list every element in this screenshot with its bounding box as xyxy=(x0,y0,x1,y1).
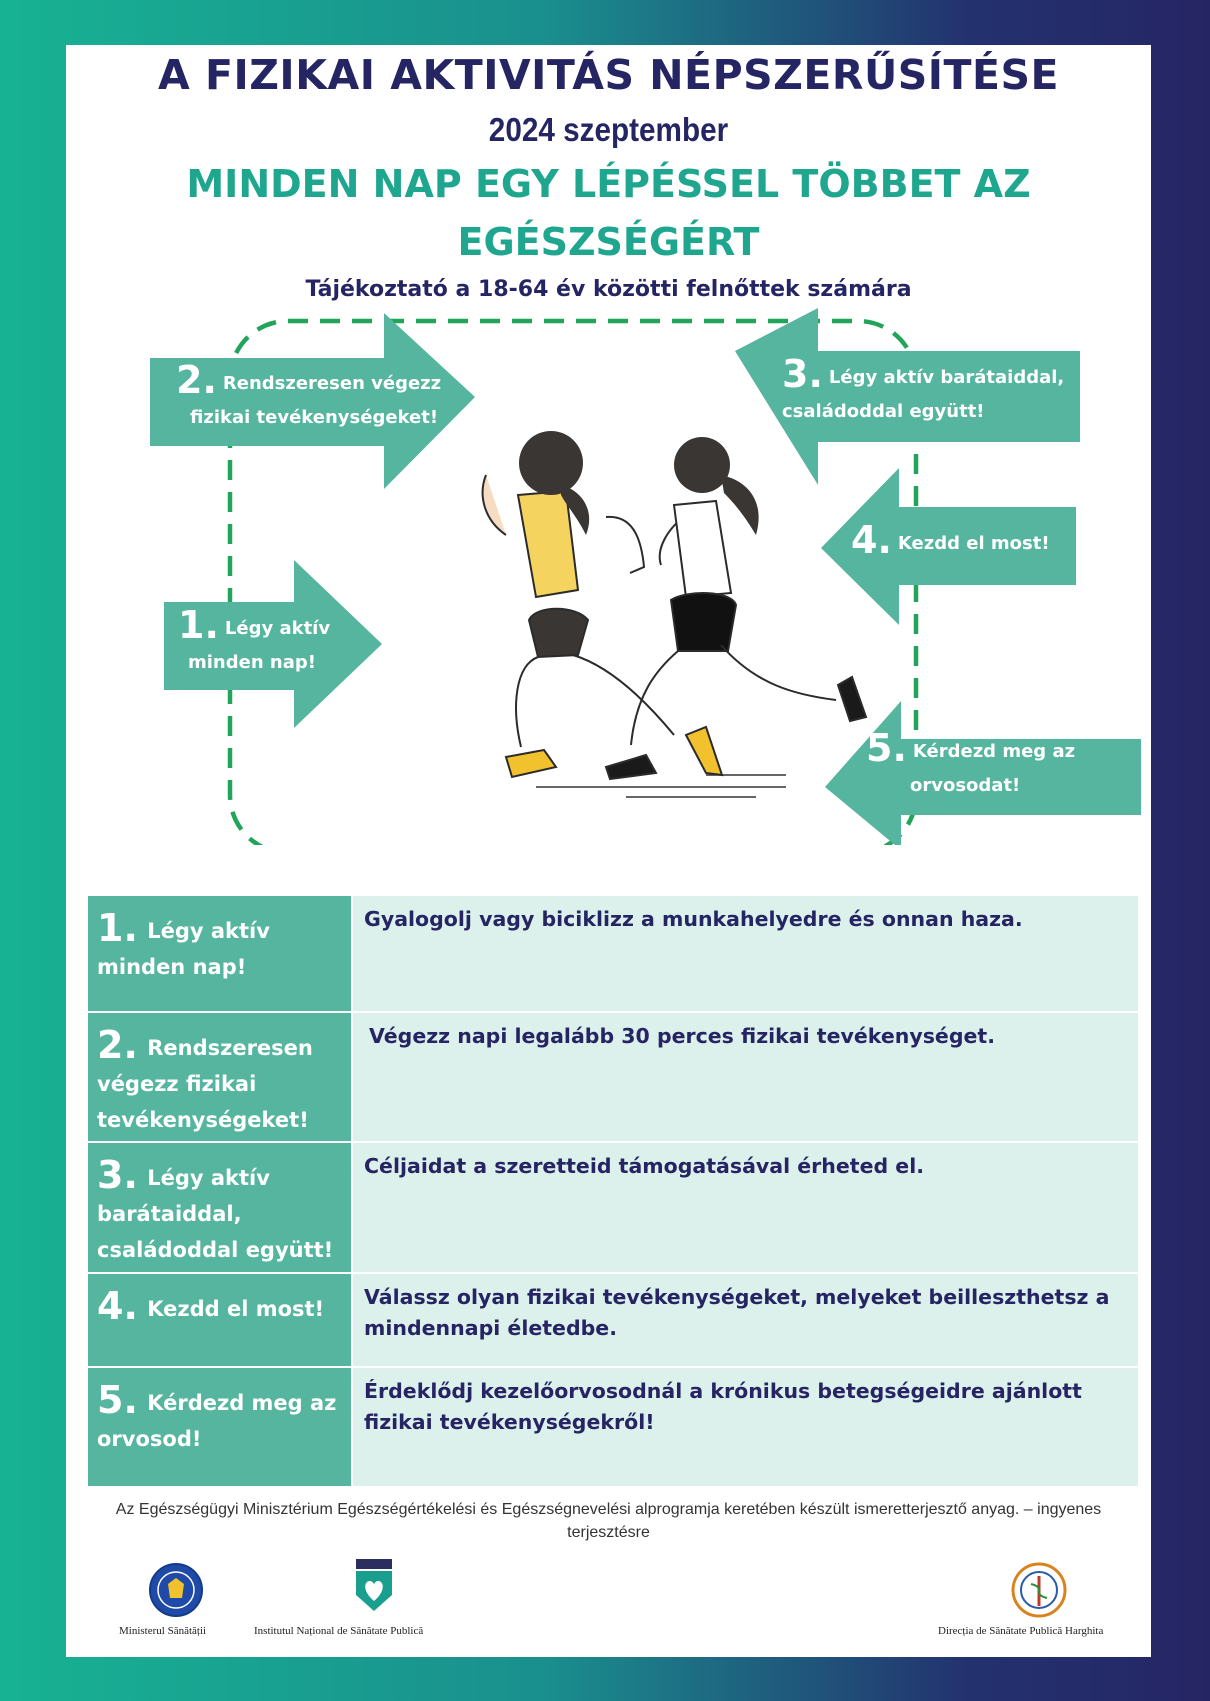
heart-shield-icon xyxy=(356,1559,392,1611)
logo-label-directorate: Direcția de Sănătate Publică Harghita xyxy=(938,1625,1104,1637)
arrow-shape-4 xyxy=(821,468,1076,625)
poster-slogan: MINDEN NAP EGY LÉPÉSSEL TÖBBET AZ EGÉSZS… xyxy=(186,162,1031,264)
runner-yellow xyxy=(481,431,724,779)
poster-page: A FIZIKAI AKTIVITÁS NÉPSZERŰSÍTÉSE 2024 … xyxy=(66,45,1151,1657)
arrow-label-5: 5.Kérdezd meg az orvosodat! xyxy=(866,726,1076,796)
step-text-cell: Érdeklődj kezelőorvosodnál a krónikus be… xyxy=(353,1368,1138,1486)
step-text-cell: Gyalogolj vagy biciklizz a munkahelyedre… xyxy=(353,896,1138,1011)
step-label-cell: 5. Kérdezd meg az orvosod! xyxy=(88,1368,351,1486)
arrow-label-1: 1.Légy aktív minden nap! xyxy=(178,603,331,673)
arrow-shape-1 xyxy=(164,560,382,728)
arrow-label-3: 3.Légy aktív barátaiddal, családoddal eg… xyxy=(782,352,1065,422)
runners-illustration xyxy=(481,431,868,798)
step-text-cell: Válassz olyan fizikai tevékenységeket, m… xyxy=(353,1274,1138,1366)
arrow-label-2: 2.Rendszeresen végezz fizikai tevékenysé… xyxy=(176,358,442,428)
step-label-cell: 1. Légy aktív minden nap! xyxy=(88,896,351,1011)
logo-label-ministry: Ministerul Sănătății xyxy=(119,1625,207,1637)
caduceus-badge-icon xyxy=(1011,1562,1067,1618)
table-row: 4. Kezdd el most! Válassz olyan fizikai … xyxy=(88,1274,1138,1366)
runner-white xyxy=(604,437,868,781)
arrow-shape-2 xyxy=(150,313,475,489)
table-row: 1. Légy aktív minden nap! Gyalogolj vagy… xyxy=(88,896,1138,1011)
table-row: 5. Kérdezd meg az orvosod! Érdeklődj kez… xyxy=(88,1368,1138,1486)
steps-diagram xyxy=(150,308,1141,845)
poster-subtitle: Tájékoztató a 18-64 év közötti felnőttek… xyxy=(305,277,912,302)
arrow-shape-5 xyxy=(825,701,1141,845)
dashed-loop xyxy=(227,318,919,845)
footer-note: Az Egészségügyi Minisztérium Egészségért… xyxy=(115,1501,1102,1541)
table-row: 3. Légy aktív barátaiddal, családoddal e… xyxy=(88,1143,1138,1272)
arrow-shape-3 xyxy=(735,308,1080,485)
step-label-cell: 3. Légy aktív barátaiddal, családoddal e… xyxy=(88,1143,351,1272)
logo-label-institute: Institutul Național de Sănătate Publică xyxy=(254,1625,424,1637)
government-seal-icon xyxy=(149,1563,203,1617)
step-text-cell: Céljaidat a szeretteid támogatásával érh… xyxy=(353,1143,1138,1272)
poster-date: 2024 szeptember xyxy=(488,111,729,148)
step-text-cell: Végezz napi legalább 30 perces fizikai t… xyxy=(353,1013,1138,1141)
step-label-cell: 4. Kezdd el most! xyxy=(88,1274,351,1366)
step-label-cell: 2. Rendszeresen végezz fizikai tevékenys… xyxy=(88,1013,351,1141)
table-row: 2. Rendszeresen végezz fizikai tevékenys… xyxy=(88,1013,1138,1141)
poster-title: A FIZIKAI AKTIVITÁS NÉPSZERŰSÍTÉSE xyxy=(157,51,1060,99)
arrow-label-4: 4.Kezdd el most! xyxy=(851,518,1050,562)
